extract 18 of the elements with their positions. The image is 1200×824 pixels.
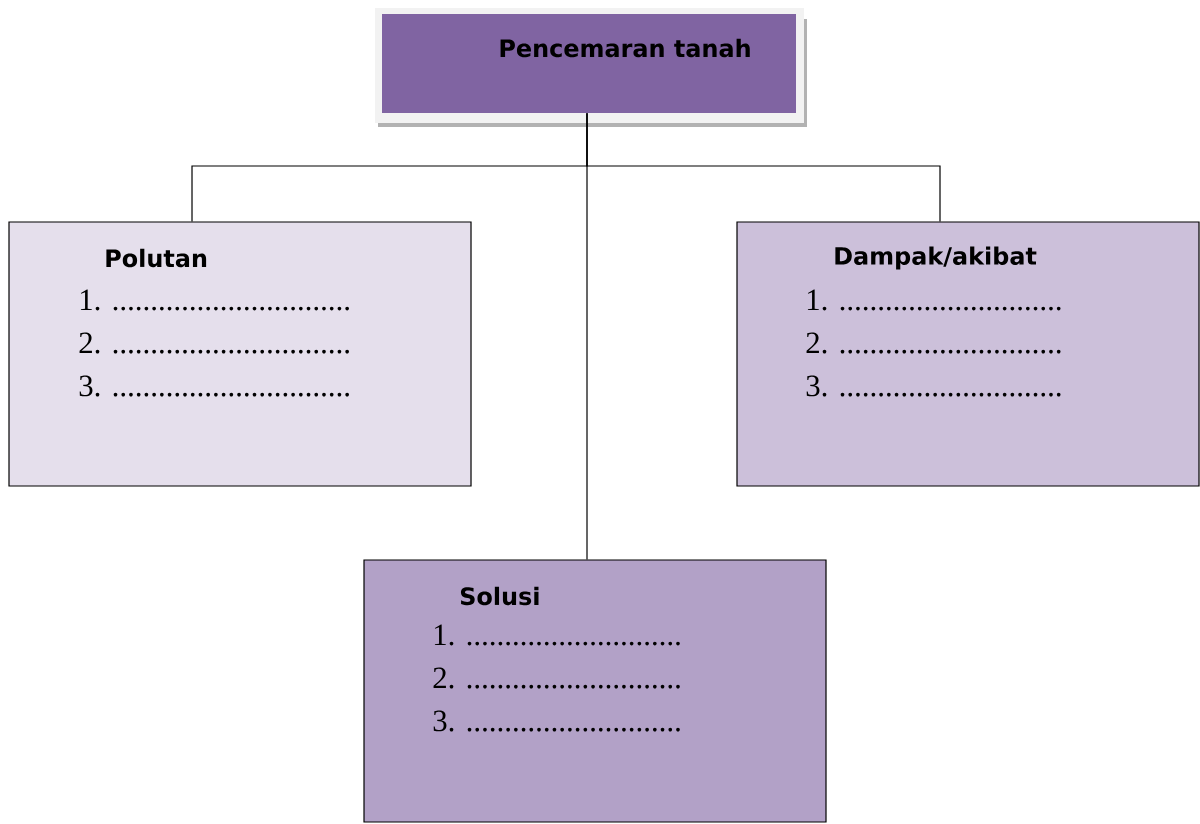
fill-in-line: 3. ............................... <box>79 375 349 397</box>
heading: Dampak/akibat <box>835 246 1037 270</box>
section-box <box>736 221 1200 487</box>
section-box <box>8 221 472 487</box>
fill-in-line: 1. ............................... <box>80 289 349 311</box>
section-box <box>363 559 827 823</box>
fill-in-line: 1. ............................. <box>807 289 1061 311</box>
fill-in-line: 3. ............................. <box>806 375 1061 397</box>
title-box <box>375 8 807 127</box>
fill-in-line: 3. ............................ <box>433 710 680 732</box>
fill-in-line: 2. ............................. <box>806 332 1061 354</box>
connector-line <box>586 112 588 560</box>
heading: Solusi <box>460 586 539 606</box>
fill-in-line: 2. ............................... <box>79 332 349 354</box>
heading: Polutan <box>106 248 207 268</box>
heading: Pencemaran tanah <box>500 38 750 58</box>
fill-in-line: 1. ............................ <box>434 624 680 646</box>
fill-in-line: 2. ............................ <box>433 667 680 689</box>
